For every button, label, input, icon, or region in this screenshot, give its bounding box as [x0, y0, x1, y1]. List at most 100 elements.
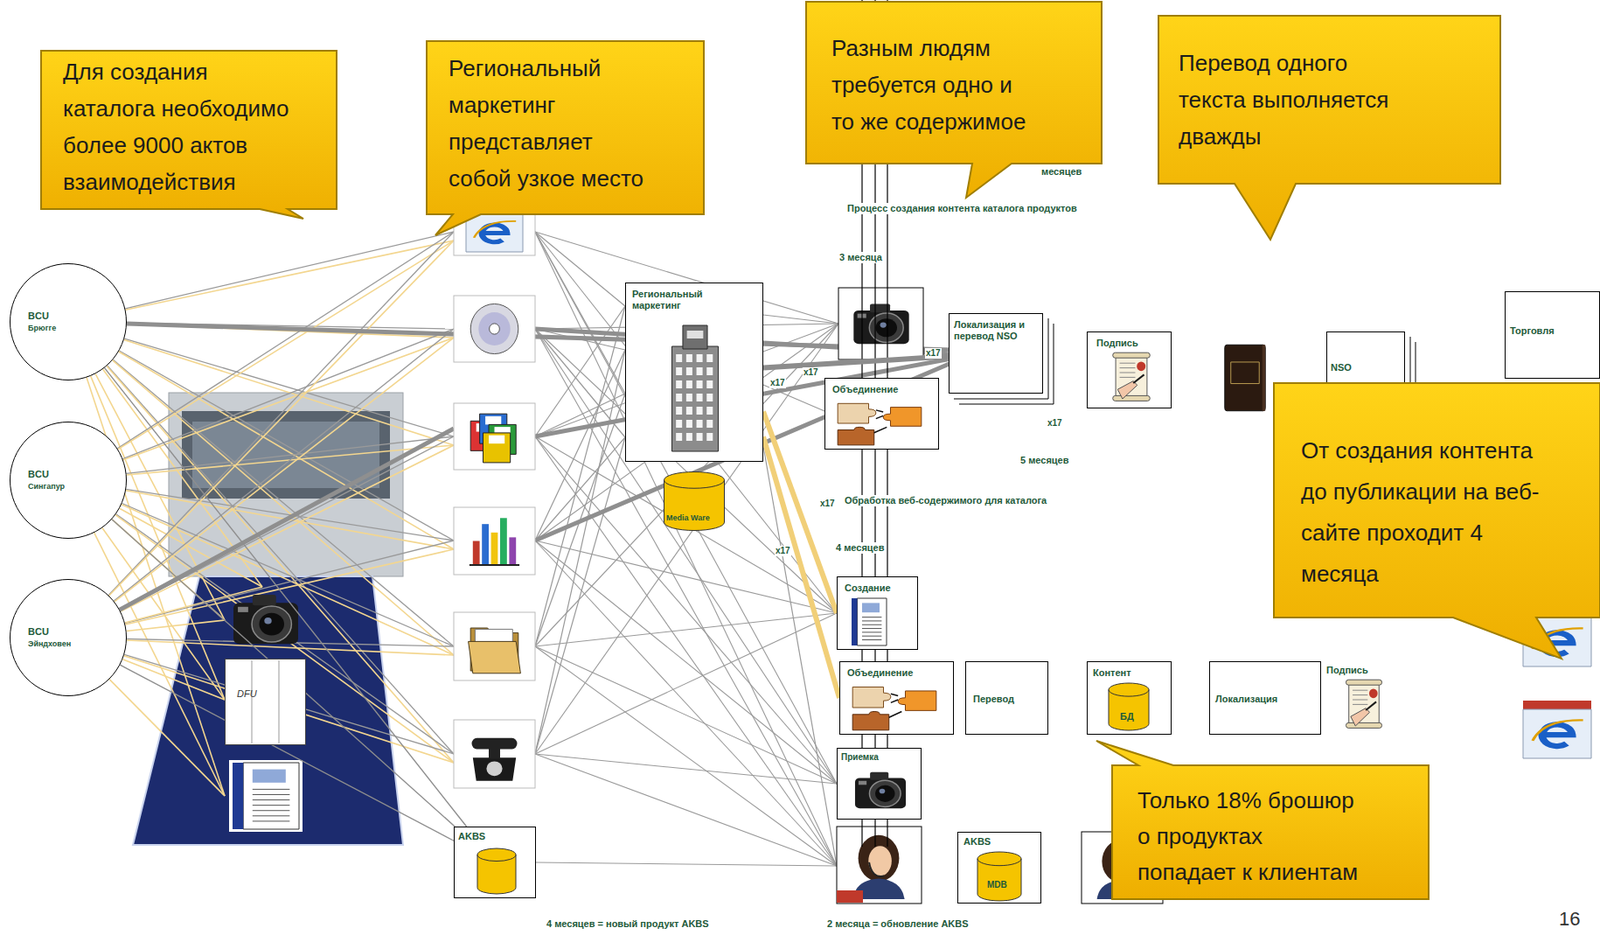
- node-graphic: [10, 579, 128, 697]
- node-label: Сингапур: [27, 481, 65, 492]
- icon-frame: [453, 295, 536, 362]
- flow-line: [535, 323, 839, 647]
- chart-icon: [491, 532, 499, 565]
- database-cylinder: [977, 858, 1022, 866]
- book-icon: [1224, 344, 1266, 411]
- building-icon: [686, 367, 693, 376]
- browser-icon: [1532, 719, 1584, 741]
- process-box: Объединение: [824, 377, 940, 450]
- node-label: MDB: [987, 879, 1008, 891]
- camera-icon: [869, 313, 904, 342]
- flow-line: [535, 540, 837, 784]
- annotation-label: x17: [819, 498, 836, 509]
- floppy-icon: [483, 432, 511, 463]
- camera-icon: [855, 772, 906, 808]
- folder-icon: [468, 640, 522, 673]
- chart-icon: [481, 523, 489, 565]
- flow-line: [118, 350, 454, 541]
- folder-icon: [468, 627, 522, 674]
- annotation-label: x17: [1046, 417, 1064, 429]
- document-icon: [252, 820, 291, 821]
- flow-line: [535, 328, 837, 784]
- annotation-label: 2 месяца = обновление AKBS: [826, 918, 970, 930]
- merge-icon: [837, 426, 875, 446]
- flow-line: [124, 655, 454, 763]
- document-icon: [862, 602, 880, 613]
- process-box: Объединение: [839, 660, 954, 735]
- book-icon: [1224, 344, 1266, 411]
- node-label: Перевод: [973, 693, 1015, 705]
- database-cylinder: [1108, 682, 1149, 731]
- person-icon: [858, 834, 900, 882]
- document-icon: [862, 631, 882, 633]
- building-icon: [675, 432, 682, 441]
- flow-line: [535, 753, 837, 784]
- photo-box: [838, 287, 924, 360]
- node-label: BCU: [27, 468, 49, 480]
- building-icon: [696, 419, 703, 428]
- server-panel: [168, 392, 404, 577]
- signature-icon: [1352, 699, 1368, 701]
- support-box: [836, 826, 922, 904]
- process-box: Локализация: [1209, 660, 1322, 735]
- phone-icon: [486, 760, 502, 776]
- booklet-shape: [225, 659, 307, 745]
- flow-line: [535, 646, 837, 784]
- flow-line: [535, 306, 626, 437]
- disc-icon: [478, 312, 510, 346]
- merge-icon: [852, 710, 890, 730]
- building-icon: [675, 393, 682, 402]
- database-node: Media Ware: [663, 471, 725, 531]
- icon-frame: [453, 507, 536, 575]
- flow-line: [115, 514, 454, 763]
- callout-shape: [426, 41, 704, 236]
- process-box: Создание: [836, 576, 919, 650]
- document-icon: [851, 598, 857, 646]
- flow-line: [535, 612, 837, 754]
- building-icon: [671, 325, 718, 452]
- signature-icon: [1117, 381, 1137, 399]
- flow-line: [125, 488, 454, 541]
- callout-text: Перевод одного текста выполняется дважды: [1178, 44, 1398, 155]
- document-icon: [232, 762, 300, 829]
- callout-text: От создания контента до публикации на ве…: [1300, 430, 1542, 595]
- process-box: Приемка: [836, 747, 922, 820]
- signature-icon: [1365, 701, 1377, 710]
- node-label: Объединение: [832, 383, 898, 396]
- building-icon: [706, 406, 713, 415]
- building-icon: [696, 354, 703, 362]
- chart-icon: [500, 517, 508, 565]
- document-icon: [862, 639, 882, 640]
- signature-icon: [1352, 689, 1368, 691]
- flow-line: [108, 231, 454, 595]
- document-icon: [862, 627, 882, 629]
- flow-line: [125, 231, 454, 309]
- database-box: AKBS: [453, 826, 536, 898]
- booklet-shape: DFU: [224, 658, 307, 745]
- camera-icon: [258, 612, 285, 636]
- floppy-icon: [488, 435, 505, 445]
- callout-shape: [1096, 740, 1429, 899]
- stack-outline: [953, 318, 1049, 399]
- callout-text: Разным людям требуется одно и то же соде…: [831, 29, 1033, 140]
- building-icon: [686, 354, 693, 362]
- browser-icon: [1523, 709, 1592, 759]
- product-band: [132, 576, 404, 845]
- node-label: Приемка: [841, 751, 879, 763]
- signature-icon: [1120, 372, 1136, 374]
- chart-icon: [508, 536, 516, 565]
- node-label: Локализация: [1215, 693, 1278, 705]
- database-cylinder: [1108, 682, 1149, 731]
- support-tag: [836, 890, 863, 903]
- connector: [111, 519, 455, 827]
- floppy-icon: [470, 413, 516, 463]
- database-cylinder: [977, 851, 1022, 901]
- flow-line: [112, 359, 454, 647]
- flow-line: [113, 328, 454, 601]
- merge-icon: [889, 693, 903, 717]
- book-icon: [1262, 344, 1266, 411]
- flow-line: [535, 349, 626, 541]
- signature-icon: [1113, 395, 1151, 401]
- building-icon: [706, 432, 713, 441]
- signature-icon: [1345, 679, 1382, 685]
